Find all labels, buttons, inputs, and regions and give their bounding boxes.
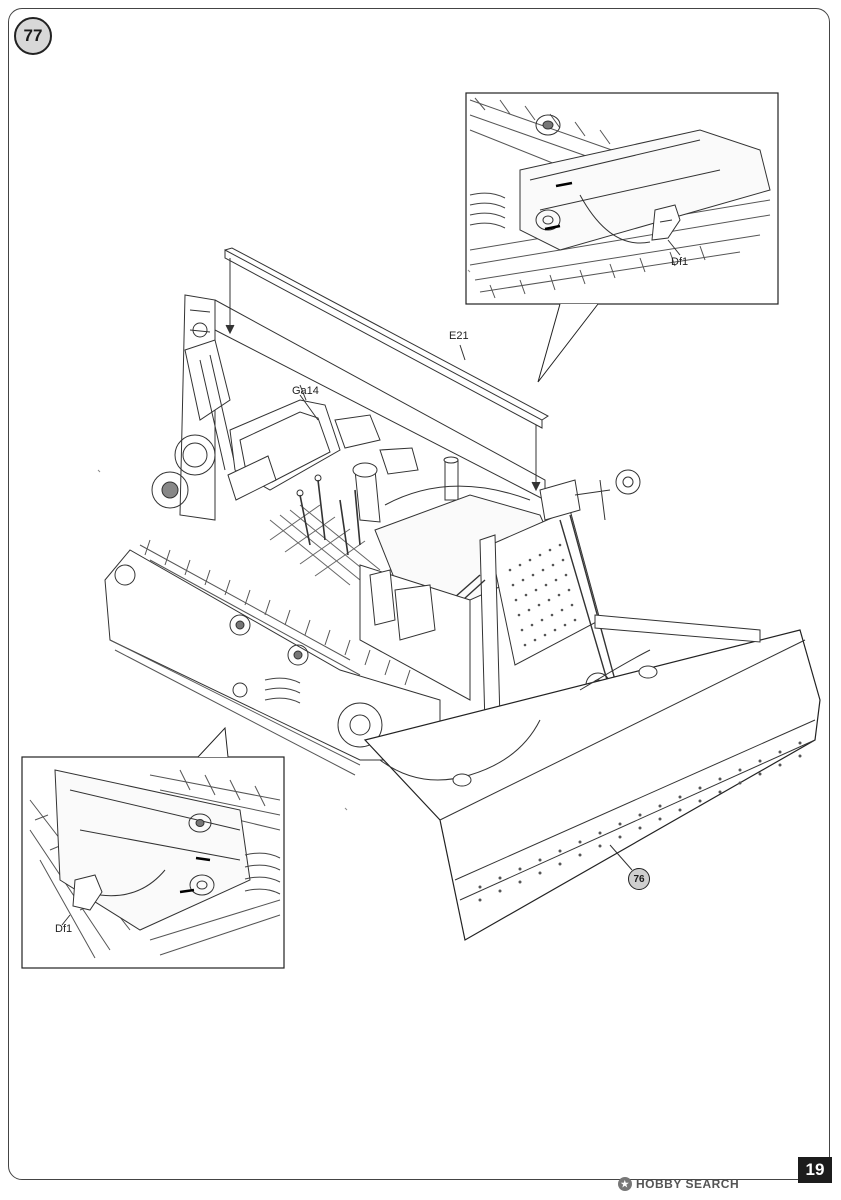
page-number: 19 bbox=[798, 1157, 832, 1183]
label-rail-part: E21 bbox=[449, 330, 469, 342]
label-detail-top-part: Df1 bbox=[671, 256, 689, 268]
page-frame bbox=[8, 8, 830, 1180]
next-step-callout-badge: 76 bbox=[628, 868, 650, 890]
label-seat-part: Ga14 bbox=[292, 385, 319, 397]
detail-inset-bottom bbox=[21, 756, 285, 969]
detail-inset-top bbox=[465, 92, 779, 305]
hobby-search-logo-icon: ★ bbox=[618, 1177, 632, 1191]
label-detail-bottom-part: Df1 bbox=[55, 923, 73, 935]
watermark: ★ HOBBY SEARCH bbox=[618, 1173, 739, 1195]
step-number-badge: 77 bbox=[14, 17, 52, 55]
page-number-text: 19 bbox=[805, 1160, 825, 1179]
callout-number: 76 bbox=[633, 873, 645, 885]
step-number: 77 bbox=[23, 26, 43, 45]
bulldozer-main bbox=[104, 247, 821, 941]
watermark-text: HOBBY SEARCH bbox=[636, 1177, 740, 1191]
